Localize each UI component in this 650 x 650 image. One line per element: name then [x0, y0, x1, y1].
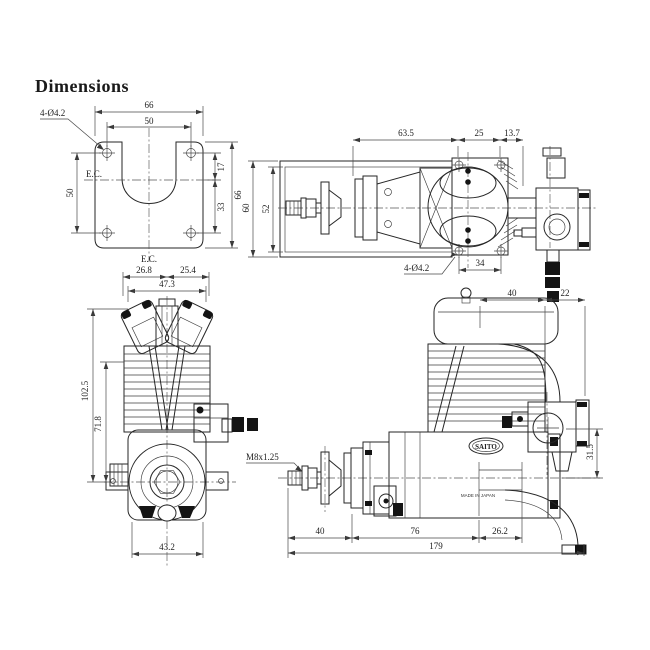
- dim-rear-52: 52: [261, 205, 271, 214]
- dim-side-bot-76: 76: [411, 526, 421, 536]
- valve-cover-right: [164, 299, 214, 354]
- dim-rear-25: 25: [475, 128, 485, 138]
- carburetor-top: [507, 147, 591, 302]
- carb-front: [193, 403, 258, 443]
- dim-plate-33: 33: [216, 202, 226, 212]
- dim-plate-width: 66: [145, 100, 155, 110]
- dim-front-43-2: 43.2: [159, 542, 175, 552]
- intake-stack: [155, 298, 179, 347]
- cylinder-side: [427, 343, 546, 433]
- mount-pad-left: [139, 506, 156, 518]
- mount-plate-view: 4-Ø4.2 66 50 50 17 33 66 E.C. E.C.: [40, 100, 243, 264]
- rear-view: 63.5 25 13.7 60 52 34 4-Ø4.2: [241, 128, 596, 302]
- dim-front-26-8: 26.8: [136, 265, 152, 275]
- dim-plate-17: 17: [216, 162, 226, 172]
- dim-rear-hole-callout: 4-Ø4.2: [404, 263, 429, 273]
- dim-rear-34: 34: [476, 258, 486, 268]
- dim-plate-hole-callout: 4-Ø4.2: [40, 108, 65, 118]
- dim-front-25-4: 25.4: [180, 265, 196, 275]
- dim-side-bot-40: 40: [316, 526, 326, 536]
- dim-front-102-5: 102.5: [80, 380, 90, 401]
- dim-front-71-8: 71.8: [93, 416, 103, 432]
- dim-front-47-3: 47.3: [159, 279, 175, 289]
- carburetor-side: [502, 399, 590, 472]
- dim-shaft-thread: M8x1.25: [246, 452, 279, 462]
- crankcase-rear: [376, 167, 453, 249]
- dim-plate-hole-span-v: 50: [65, 188, 75, 198]
- page-title: Dimensions: [35, 76, 130, 96]
- intake-elbow: [497, 343, 561, 403]
- dim-rear-13-7: 13.7: [504, 128, 520, 138]
- dim-plate-height: 66: [233, 190, 243, 200]
- rocker-cover-side: [433, 287, 559, 345]
- origin-label: MADE IN JAPAN: [461, 493, 495, 498]
- dim-side-bot-26-2: 26.2: [492, 526, 508, 536]
- dim-side-top-22: 22: [561, 288, 570, 298]
- crankcase-side: SAITO MADE IN JAPAN: [362, 431, 561, 519]
- front-view: 26.8 25.4 47.3 102.5 71.8 43.2: [80, 265, 258, 566]
- valve-cover-left: [120, 299, 170, 354]
- mount-holes: [99, 145, 199, 241]
- centerline-label-bottom: E.C.: [141, 254, 157, 264]
- muffler-side: [504, 489, 587, 555]
- dim-rear-60: 60: [241, 203, 251, 213]
- dim-side-31-5: 31.5: [585, 444, 595, 460]
- mount-pad-right: [178, 506, 195, 518]
- needle-valve: [545, 249, 560, 302]
- cylinder-head-top: [427, 159, 519, 248]
- bottom-boss: [157, 504, 177, 522]
- centerline-label-left: E.C.: [86, 169, 102, 179]
- dim-rear-63-5: 63.5: [398, 128, 414, 138]
- dim-side-top-40: 40: [508, 288, 518, 298]
- exhaust-stub: [109, 463, 129, 487]
- side-profile-view: SAITO MADE IN JAPAN: [246, 287, 603, 558]
- cylinder-front: [123, 345, 211, 433]
- brand-logo: SAITO: [475, 443, 497, 451]
- dim-side-total-179: 179: [429, 541, 443, 551]
- dim-plate-hole-span-h: 50: [145, 116, 155, 126]
